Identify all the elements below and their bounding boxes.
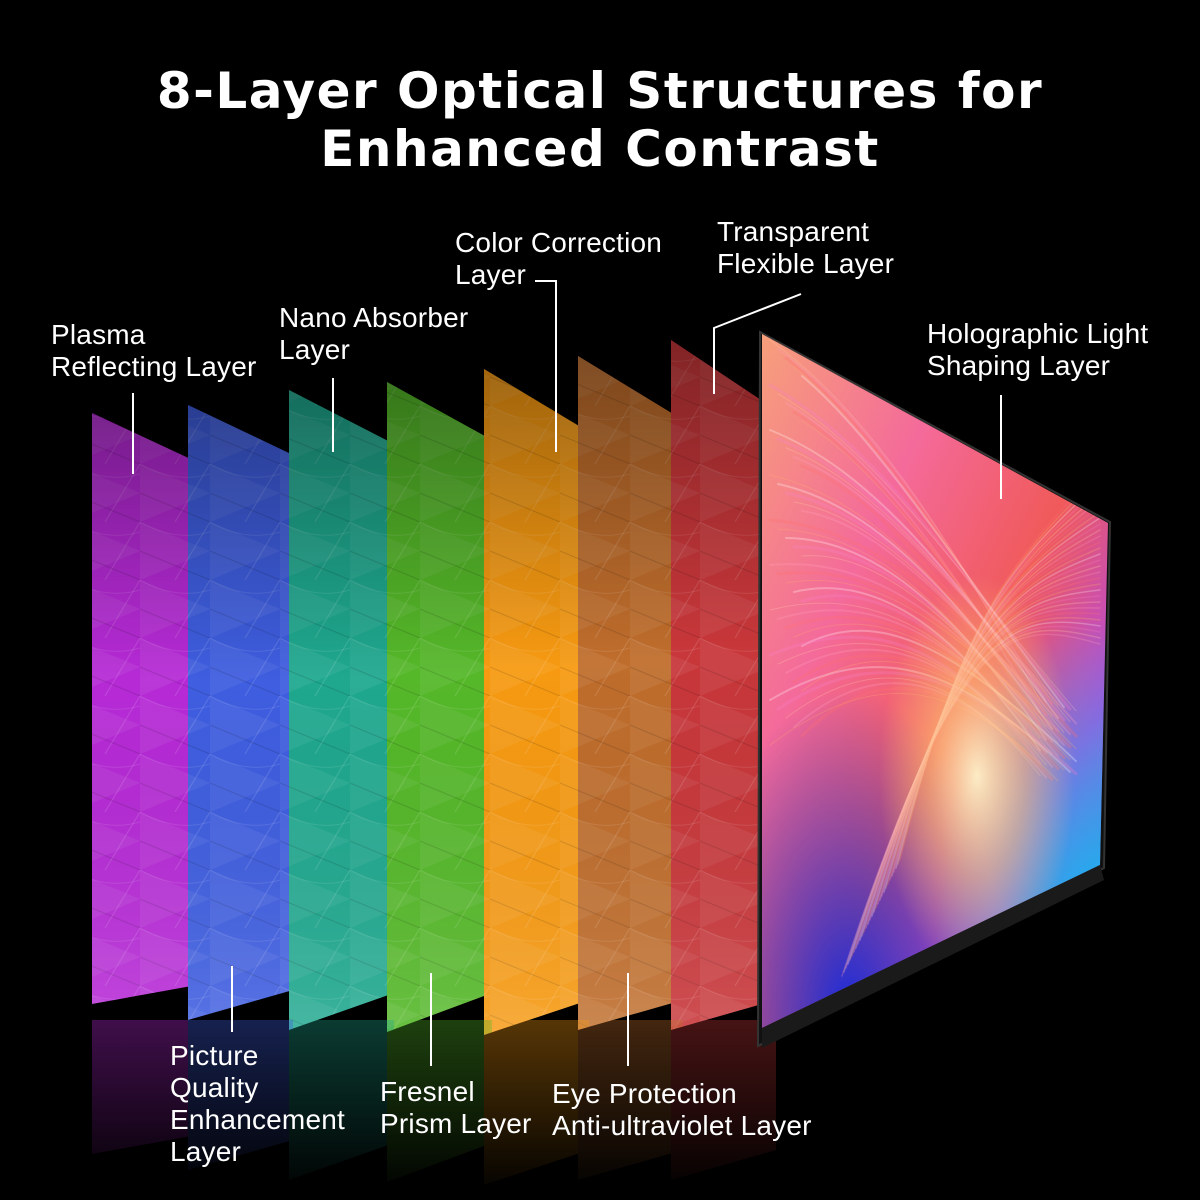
layer-panel-picture-quality	[188, 405, 293, 1020]
header: 8-Layer Optical Structures for Enhanced …	[0, 62, 1200, 178]
label-plasma-reflecting-layer: Plasma Reflecting Layer	[51, 319, 257, 382]
layer-reflection-eye-protection	[578, 1000, 683, 1180]
leader-line-color-correction	[535, 280, 557, 452]
page-title: 8-Layer Optical Structures for Enhanced …	[0, 62, 1200, 178]
layer-reflection-plasma	[92, 985, 197, 1154]
layer-panel-color-correction	[484, 369, 589, 1035]
leader-lines	[132, 280, 1002, 1066]
layer-reflection-fresnel	[387, 993, 492, 1182]
label-fresnel-prism-layer: Fresnel Prism Layer	[380, 1076, 532, 1139]
layer-reflection-color-correction	[484, 1000, 589, 1185]
title-line-2: Enhanced Contrast	[320, 120, 880, 178]
layer-panel-fresnel	[387, 382, 492, 1032]
leader-line-transparent-flexible	[713, 293, 802, 394]
layer-panel-plasma	[92, 413, 197, 1004]
label-picture-quality-enhancement-layer: Picture Quality Enhancement Layer	[170, 1040, 345, 1167]
label-color-correction-layer: Color Correction Layer	[455, 227, 663, 290]
layer-panel-nano-absorber	[289, 390, 394, 1030]
layer-reflection-transparent-flexible	[671, 1000, 776, 1180]
label-holographic-light-shaping-layer: Holographic Light Shaping Layer	[927, 318, 1149, 381]
label-transparent-flexible-layer: Transparent Flexible Layer	[717, 216, 895, 279]
layer-panel-eye-protection	[578, 356, 683, 1030]
label-nano-absorber-layer: Nano Absorber Layer	[279, 302, 469, 365]
title-line-1: 8-Layer Optical Structures for	[156, 62, 1044, 120]
layer-panel-transparent-flexible	[671, 340, 776, 1030]
layer-reflection-nano-absorber	[289, 993, 394, 1180]
layer-reflection-picture-quality	[188, 990, 293, 1170]
label-eye-protection-layer: Eye Protection Anti-ultraviolet Layer	[552, 1078, 812, 1141]
tv-panel	[756, 330, 1112, 1048]
